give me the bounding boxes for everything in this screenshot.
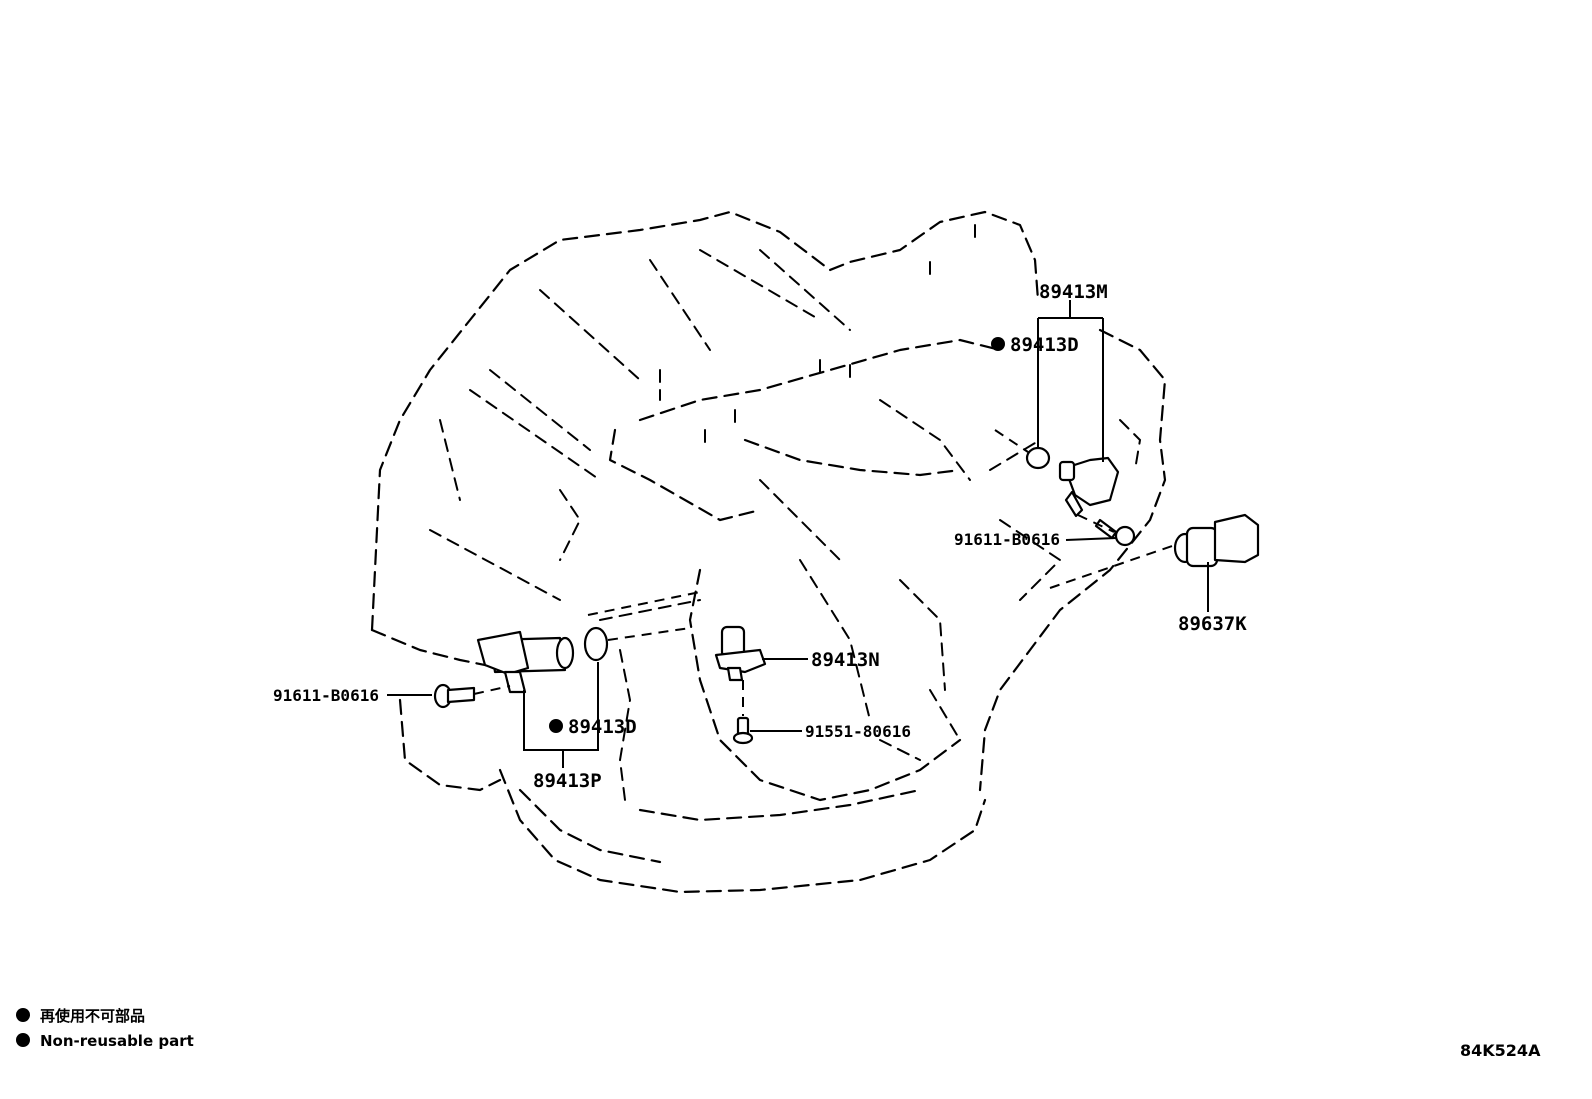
label-89413D-bottom: 89413D (568, 716, 637, 738)
pressure-switch-89637K[interactable] (1173, 513, 1260, 568)
bolt-91611-B0616-left[interactable] (433, 683, 476, 709)
o-ring-89413D-top[interactable] (1025, 446, 1051, 470)
label-89413M: 89413M (1039, 281, 1108, 303)
speed-sensor-89413P[interactable] (476, 630, 575, 694)
legend-english: Non-reusable part (40, 1032, 194, 1050)
bolt-91611-B0616-right[interactable] (1094, 518, 1136, 547)
diagram-reference-code: 84K524A (1460, 1041, 1541, 1060)
transmission-housing-outline (370, 210, 1167, 894)
bolt-91551-80616[interactable] (732, 716, 754, 745)
non-reusable-bullet-icon (16, 1033, 30, 1047)
label-91551-80616: 91551-80616 (805, 722, 911, 741)
assembly-dashed-leads (473, 429, 1176, 716)
leader-lines (387, 300, 1209, 768)
label-91611-B0616-right: 91611-B0616 (954, 530, 1060, 549)
label-89413N: 89413N (811, 649, 880, 671)
non-reusable-bullet-icon (549, 719, 563, 733)
transmission-internal-lines (429, 224, 1142, 801)
label-89413D-top: 89413D (1010, 334, 1079, 356)
label-91611-B0616-left: 91611-B0616 (273, 686, 379, 705)
label-89637K: 89637K (1178, 613, 1247, 635)
label-89413P: 89413P (533, 770, 602, 792)
speed-sensor-89413M[interactable] (1058, 456, 1120, 518)
legend-japanese: 再使用不可部品 (40, 1007, 145, 1025)
non-reusable-bullet-icon (16, 1008, 30, 1022)
speed-sensor-89413N[interactable] (714, 625, 767, 682)
o-ring-89413D-bottom[interactable] (583, 626, 609, 662)
part-labels: 89413M 89413D 91611-B0616 89637K 89413N … (273, 281, 1247, 792)
legend: 再使用不可部品 Non-reusable part (16, 1007, 194, 1050)
non-reusable-bullet-icon (991, 337, 1005, 351)
